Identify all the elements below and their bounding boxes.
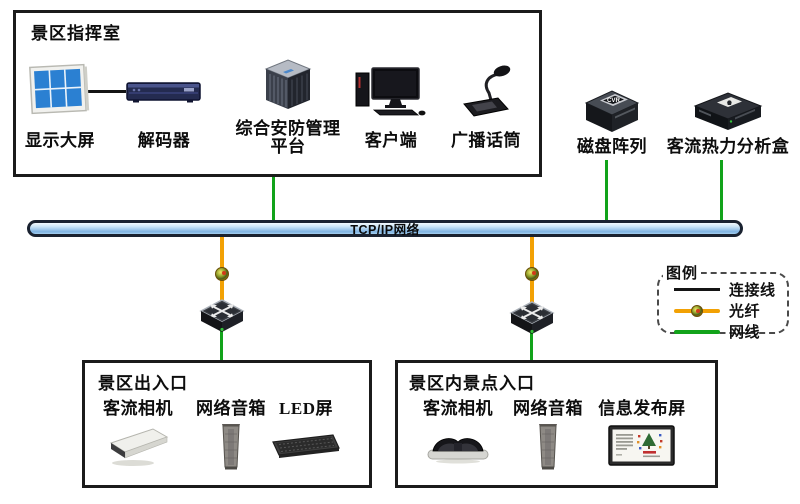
device-label: 客户端 bbox=[364, 131, 418, 150]
desktop-pc-icon bbox=[355, 67, 426, 116]
optical-converter-icon bbox=[691, 304, 703, 317]
optical-converter-icon bbox=[525, 267, 539, 281]
device-label: 客流相机 bbox=[103, 399, 173, 418]
legend-item-network: 网线 bbox=[674, 321, 781, 342]
legend-item-label: 连接线 bbox=[729, 283, 776, 299]
optical-converter-icon bbox=[215, 267, 229, 281]
tcpip-network-bus: TCP/IP网络 bbox=[27, 220, 743, 237]
broadcast-microphone-icon bbox=[463, 65, 511, 117]
connection-line-display-decoder bbox=[80, 90, 126, 93]
device-label: 网络音箱 bbox=[513, 399, 583, 418]
network-line-heatbox-to-bus bbox=[720, 160, 723, 223]
device-label: 信息发布屏 bbox=[598, 399, 686, 418]
legend-title: 图例 bbox=[663, 262, 702, 283]
network-line-diskarray-to-bus bbox=[605, 160, 608, 223]
network-line-sample bbox=[674, 329, 720, 334]
device-label: 显示大屏 bbox=[25, 131, 95, 150]
access-switch-right bbox=[508, 299, 556, 342]
device-heat-analysis-box: 客流热力分析盒 bbox=[660, 84, 796, 156]
network-line-switch-to-spot-box bbox=[530, 330, 533, 360]
entrance-box-title: 景区出入口 bbox=[98, 374, 188, 393]
disk-array-icon: CVR bbox=[584, 90, 640, 132]
network-speaker-icon bbox=[539, 424, 557, 470]
device-flow-camera: 客流相机 bbox=[96, 400, 180, 474]
device-client-pc: 客户端 bbox=[348, 50, 434, 150]
device-label: 解码器 bbox=[137, 131, 191, 150]
command-room-title: 景区指挥室 bbox=[31, 24, 121, 43]
device-flow-camera-dual: 客流相机 bbox=[416, 400, 500, 474]
network-line-platform-to-bus bbox=[272, 177, 275, 223]
legend-item-label: 网线 bbox=[729, 325, 761, 341]
device-label: 综合安防管理平台 bbox=[235, 119, 341, 156]
fiber-line-sample bbox=[674, 304, 720, 317]
heat-analysis-box-icon bbox=[693, 92, 763, 130]
security-platform-server-icon bbox=[264, 59, 312, 109]
device-disk-array: CVR 磁盘阵列 bbox=[568, 84, 656, 156]
led-screen-icon bbox=[272, 434, 340, 458]
device-info-display: 信息发布屏 bbox=[592, 400, 692, 474]
legend-item-label: 光纤 bbox=[729, 304, 761, 320]
device-label: 客流热力分析盒 bbox=[666, 137, 790, 156]
device-label: 客流相机 bbox=[423, 399, 493, 418]
device-broadcast-microphone: 广播话筒 bbox=[438, 50, 534, 150]
device-label: 网络音箱 bbox=[196, 399, 266, 418]
network-line-switch-to-entrance-box bbox=[220, 328, 223, 360]
device-label: 广播话筒 bbox=[451, 131, 521, 150]
decoder-icon bbox=[126, 82, 201, 103]
dual-lens-camera-icon bbox=[427, 438, 489, 464]
connection-line-sample bbox=[674, 288, 720, 291]
switch-icon bbox=[199, 299, 245, 332]
device-security-platform: 综合安防管理平台 bbox=[232, 50, 344, 156]
switch-icon bbox=[509, 301, 555, 334]
device-network-speaker: 网络音箱 bbox=[188, 400, 274, 474]
network-speaker-icon bbox=[222, 424, 240, 470]
flow-camera-icon bbox=[109, 428, 169, 466]
device-network-speaker: 网络音箱 bbox=[506, 400, 590, 474]
device-led-screen: LED屏 bbox=[270, 400, 342, 474]
device-label: 磁盘阵列 bbox=[577, 137, 647, 156]
device-decoder: 解码器 bbox=[118, 50, 210, 150]
info-display-icon bbox=[608, 425, 675, 466]
disk-array-badge: CVR bbox=[607, 97, 621, 104]
spot-entrance-box bbox=[395, 360, 718, 488]
spot-entrance-box-title: 景区内景点入口 bbox=[409, 374, 535, 393]
legend-item-fiber: 光纤 bbox=[674, 300, 781, 321]
legend-item-connection: 连接线 bbox=[674, 279, 781, 300]
video-wall-icon bbox=[29, 63, 90, 115]
tcpip-network-label: TCP/IP网络 bbox=[350, 223, 420, 237]
access-switch-left bbox=[198, 297, 246, 340]
device-label: LED屏 bbox=[279, 399, 333, 418]
device-display-wall: 显示大屏 bbox=[14, 50, 106, 150]
